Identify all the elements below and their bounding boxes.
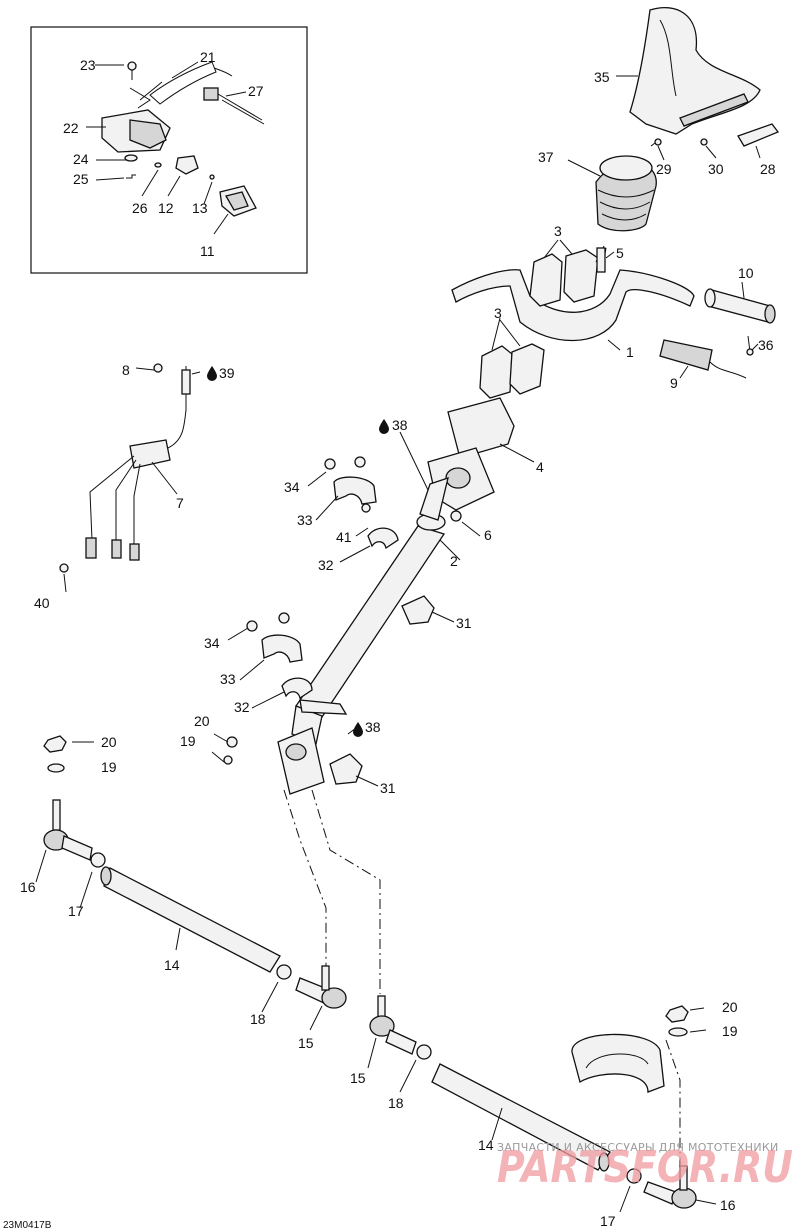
watermark-logo: PARTSFOR.RU [497,1142,793,1193]
callout-28: 28 [760,161,776,177]
inset-throttle-housing [101,61,265,217]
callout-4: 4 [536,459,544,475]
lube-drop-icon [379,419,389,434]
steering-column [277,397,515,795]
steering-cover [629,6,780,147]
callout-6: 6 [484,527,492,543]
callout-20: 20 [722,999,738,1015]
tie-rod-left [43,735,347,1009]
callout-26: 26 [132,200,148,216]
callout-16: 16 [720,1197,736,1213]
callout-27: 27 [248,83,264,99]
callout-14: 14 [478,1137,494,1153]
callout-32: 32 [318,557,334,573]
callout-33: 33 [297,512,313,528]
callout-15: 15 [350,1070,366,1086]
callout-1: 1 [626,344,634,360]
callout-18: 18 [250,1011,266,1027]
callout-21: 21 [200,49,216,65]
callout-9: 9 [670,375,678,391]
callout-19: 19 [180,733,196,749]
callout-20: 20 [194,713,210,729]
callout-3: 3 [494,305,502,321]
inset-frame [30,26,308,274]
callout-32: 32 [234,699,250,715]
callout-39: 39 [219,365,235,381]
column-bushings [223,456,462,785]
callout-19: 19 [722,1023,738,1039]
callout-40: 40 [34,595,50,611]
callout-10: 10 [738,265,754,281]
callout-38: 38 [365,719,381,735]
callout-25: 25 [73,171,89,187]
alignment-lines [283,789,681,1168]
callout-17: 17 [68,903,84,919]
lubricant-symbols [207,366,389,737]
callout-36: 36 [758,337,774,353]
upper-clamps [529,245,607,307]
callout-23: 23 [80,57,96,73]
callout-24: 24 [73,151,89,167]
callout-35: 35 [594,69,610,85]
callout-37: 37 [538,149,554,165]
callout-7: 7 [176,495,184,511]
watermark-tagline: ЗАПЧАСТИ И АКСЕССУАРЫ ДЛЯ МОТОТЕХНИКИ [497,1141,779,1154]
callout-20: 20 [101,734,117,750]
callout-38: 38 [392,417,408,433]
callout-12: 12 [158,200,174,216]
leader-lines [35,61,761,1213]
callout-13: 13 [192,200,208,216]
callout-15: 15 [298,1035,314,1051]
callout-34: 34 [204,635,220,651]
steering-boot [595,155,657,232]
callout-30: 30 [708,161,724,177]
callout-34: 34 [284,479,300,495]
grips [659,288,776,379]
lower-clamps [479,343,545,399]
callout-8: 8 [122,362,130,378]
drawing-code: 23M0417B [3,1220,52,1231]
tie-rod-right [369,995,697,1209]
callout-17: 17 [600,1213,616,1229]
callout-18: 18 [388,1095,404,1111]
watermark: ЗАПЧАСТИ И АКСЕССУАРЫ ДЛЯ МОТОТЕХНИКИ PA… [497,1141,793,1193]
callout-14: 14 [164,957,180,973]
callout-31: 31 [456,615,472,631]
callout-3: 3 [554,223,562,239]
callout-16: 16 [20,879,36,895]
callout-22: 22 [63,120,79,136]
callout-19: 19 [101,759,117,775]
callout-2: 2 [450,553,458,569]
callout-33: 33 [220,671,236,687]
lube-drop-icon [353,722,363,737]
callout-29: 29 [656,161,672,177]
callout-5: 5 [616,245,624,261]
callout-31: 31 [380,780,396,796]
cable-harness [59,363,191,573]
callout-11: 11 [200,243,215,259]
lube-drop-icon [207,366,217,381]
callout-41: 41 [336,529,352,545]
